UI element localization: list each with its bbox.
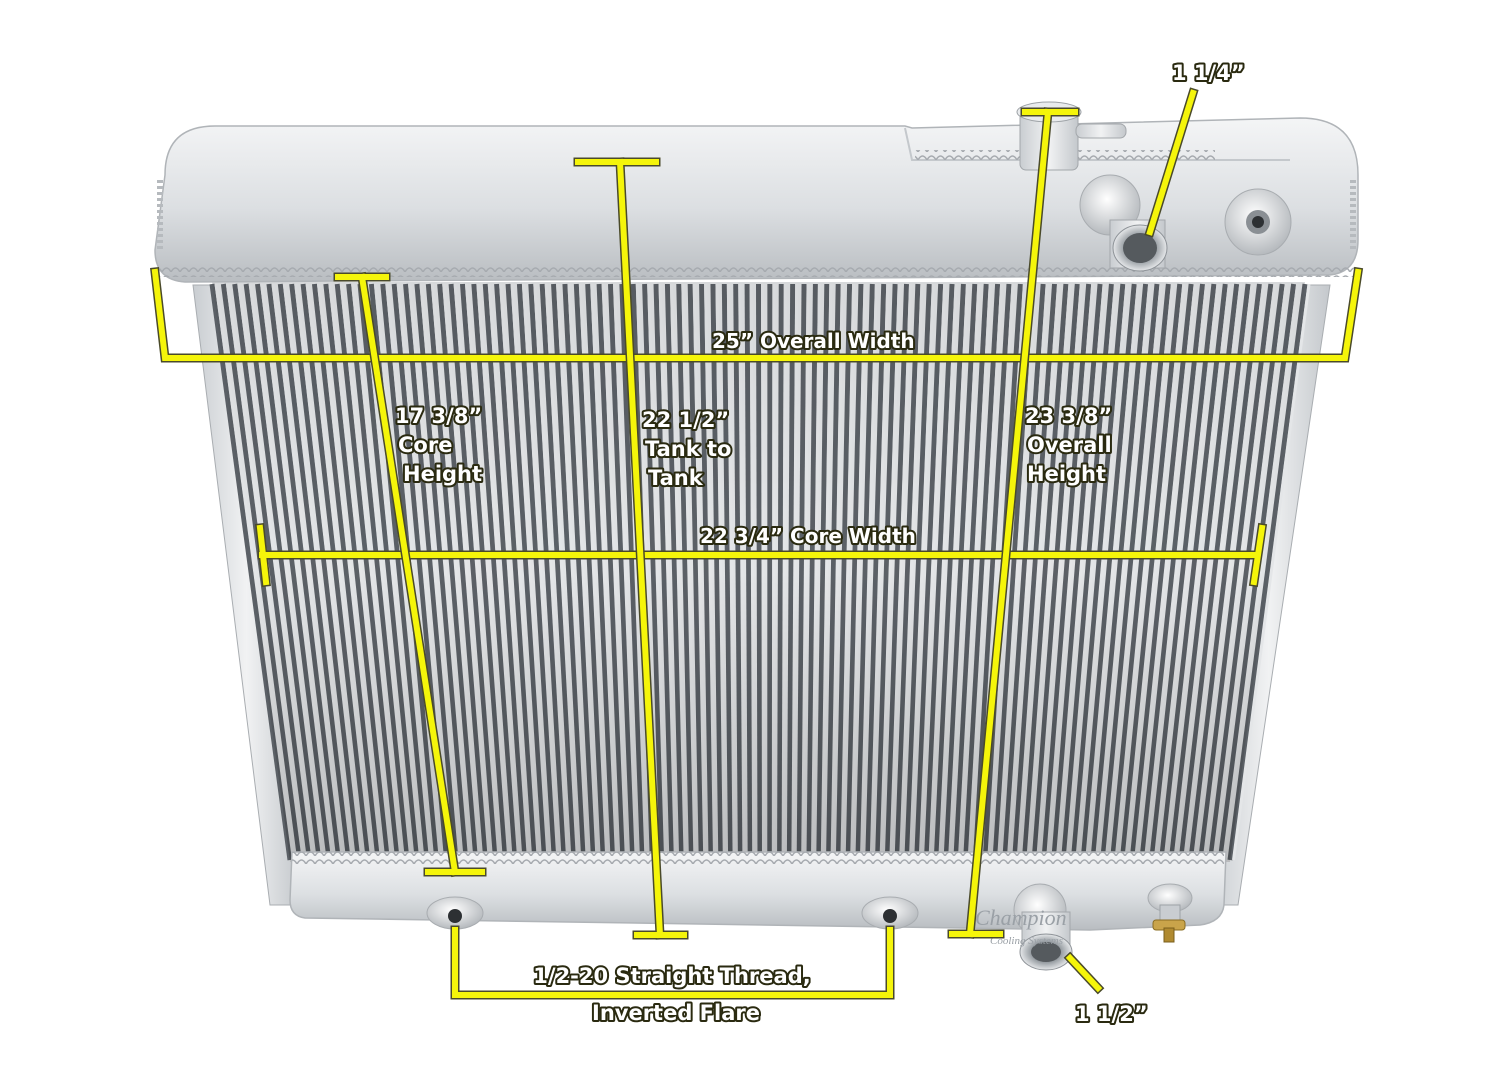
tank-to-tank-word2-label: Tank xyxy=(648,466,704,490)
overall-height-word2-label: Height xyxy=(1027,462,1106,486)
fitting-spec-line1-label: 1/2-20 Straight Thread, xyxy=(533,964,810,988)
top-drain-boss xyxy=(1225,189,1291,255)
fitting-spec-line2-label: Inverted Flare xyxy=(592,1001,760,1025)
core-height-value-label: 17 3/8” xyxy=(395,404,482,428)
bottom-fitting-right xyxy=(862,897,918,929)
overall-width-label: 25” Overall Width xyxy=(712,329,915,353)
core-height-word1-label: Core xyxy=(398,433,452,457)
core-height-word2-label: Height xyxy=(403,462,482,486)
overflow-tube xyxy=(1076,124,1126,138)
tank-to-tank-word1-label: Tank to xyxy=(645,437,731,461)
bottom-fitting-left xyxy=(427,897,483,929)
bottom-tank-weld-seam xyxy=(292,852,1224,864)
tank-to-tank-value-label: 22 1/2” xyxy=(642,408,729,432)
overall-height-value-label: 23 3/8” xyxy=(1025,404,1112,428)
watermark-brand: Champion xyxy=(975,905,1067,930)
overall-height-word1-label: Overall xyxy=(1027,433,1112,457)
outlet-size-label: 1 1/2” xyxy=(1075,1002,1148,1026)
inlet-size-label: 1 1/4” xyxy=(1172,61,1245,85)
outlet-leader xyxy=(1070,958,1098,988)
core-width-label: 22 3/4” Core Width xyxy=(700,524,916,548)
